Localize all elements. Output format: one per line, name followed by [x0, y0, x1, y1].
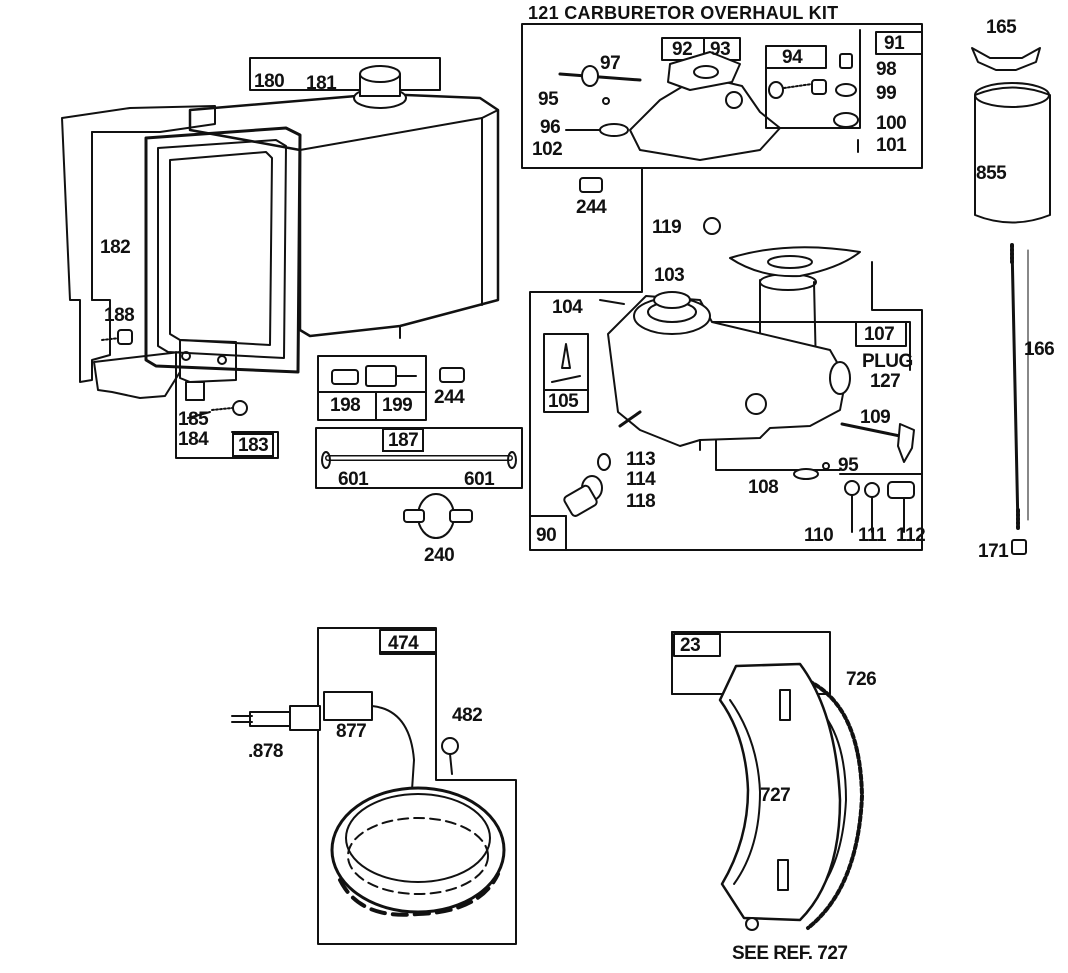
- part-198: 198: [330, 395, 361, 416]
- part-96: 96: [540, 117, 561, 138]
- part-601-left: 601: [338, 469, 369, 490]
- flywheel-ring: [794, 674, 864, 930]
- part-111: 111: [858, 525, 887, 546]
- part-103: 103: [654, 265, 685, 286]
- part-855: 855: [976, 163, 1007, 184]
- carburetor-kit-title: 121 CARBURETOR OVERHAUL KIT: [528, 3, 839, 23]
- see-ref-727: SEE REF. 727: [732, 943, 848, 964]
- part-127: 127: [870, 371, 901, 392]
- tank-frame: [144, 126, 302, 374]
- carburetor-top-casting: [629, 75, 781, 161]
- part-244-fuel: 244: [434, 387, 465, 408]
- part-877: 877: [336, 721, 367, 742]
- part-165: 165: [986, 17, 1017, 38]
- part-104: 104: [552, 297, 583, 318]
- part-100: 100: [876, 113, 907, 134]
- part-114: 114: [626, 469, 656, 490]
- part-171: 171: [978, 541, 1009, 562]
- part-118: 118: [626, 491, 656, 512]
- part-166: 166: [1024, 339, 1055, 360]
- part-727: 727: [760, 785, 791, 806]
- part-180: 180: [254, 71, 285, 92]
- part-101: 101: [876, 135, 907, 156]
- part-98: 98: [876, 59, 897, 80]
- part-187: 187: [382, 428, 425, 452]
- part-109: 109: [860, 407, 891, 428]
- part-113: 113: [626, 449, 656, 470]
- part-601-right: 601: [464, 469, 495, 490]
- part-97: 97: [600, 53, 621, 74]
- stud: [1010, 243, 1020, 530]
- part-184: 184: [178, 429, 209, 450]
- carburetor-kit-box: [521, 23, 923, 169]
- tank-group-outline: [249, 57, 441, 91]
- part-23: 23: [680, 635, 701, 656]
- part-95-carb: 95: [838, 455, 859, 476]
- carburetor-body-box: [529, 167, 923, 551]
- part-105: 105: [548, 391, 579, 412]
- part-182: 182: [100, 237, 131, 258]
- part-878: .878: [248, 741, 283, 762]
- part-93: 93: [710, 39, 731, 60]
- part-474: 474: [388, 633, 419, 654]
- tank-bracket: [61, 105, 216, 383]
- part-92: 92: [672, 39, 693, 60]
- part-119: 119: [652, 217, 682, 238]
- part-108: 108: [748, 477, 779, 498]
- part-95-kit: 95: [538, 89, 559, 110]
- part-181: 181: [306, 73, 337, 94]
- plug-label: PLUG: [862, 351, 913, 372]
- part-102: 102: [532, 139, 563, 160]
- fitting-group-box: [317, 355, 427, 421]
- wing-nut: [971, 47, 1041, 71]
- part-199: 199: [382, 395, 413, 416]
- part-244-carb: 244: [576, 197, 607, 218]
- part-188: 188: [104, 305, 135, 326]
- part-90: 90: [536, 525, 557, 546]
- part-110: 110: [804, 525, 834, 546]
- part-240: 240: [424, 545, 455, 566]
- part-183: 183: [232, 433, 275, 457]
- part-726: 726: [846, 669, 877, 690]
- part-482: 482: [452, 705, 483, 726]
- part-185: 185: [178, 409, 209, 430]
- part-107: 107: [864, 324, 895, 345]
- alternator-group-box: [317, 627, 437, 653]
- part-94: 94: [782, 47, 803, 68]
- bracket-group-outline: [175, 351, 279, 459]
- part-112: 112: [896, 525, 926, 546]
- filter-element: [974, 86, 1051, 224]
- part-99: 99: [876, 83, 897, 104]
- part-91: 91: [884, 33, 905, 54]
